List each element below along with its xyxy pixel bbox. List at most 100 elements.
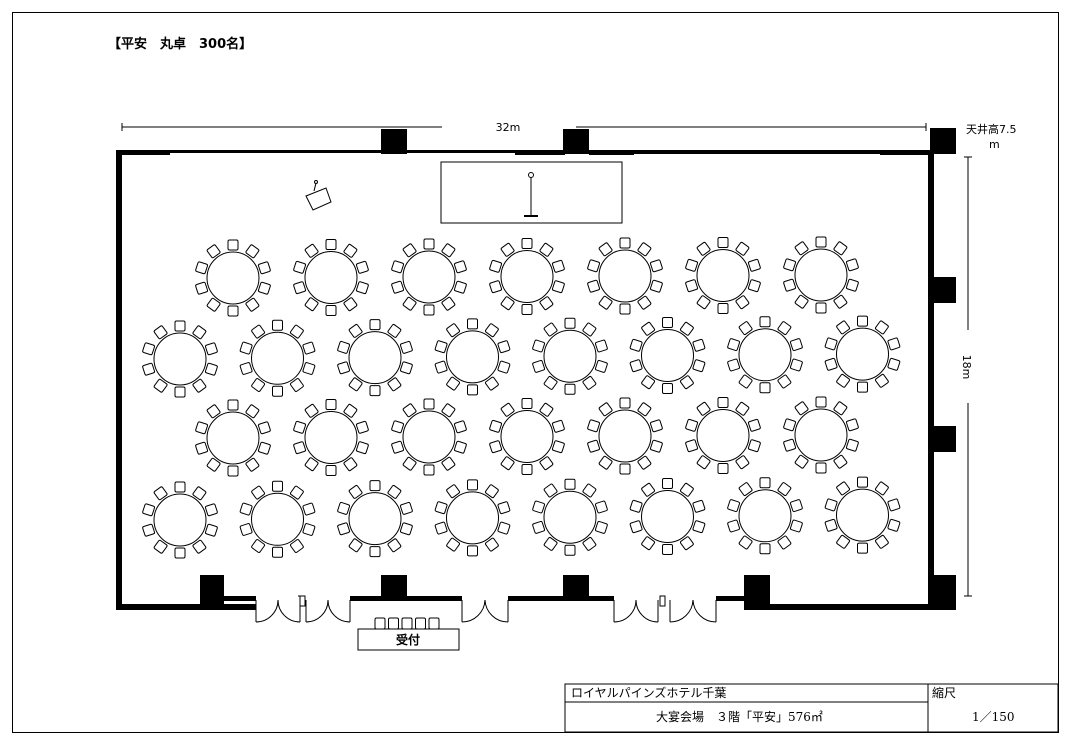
chair	[423, 464, 435, 476]
chair	[815, 462, 827, 474]
chair	[195, 421, 209, 435]
chair	[738, 535, 753, 550]
round-table	[337, 480, 413, 558]
table-top	[641, 329, 694, 382]
table-top	[794, 248, 848, 302]
chair	[497, 340, 511, 354]
chair	[485, 376, 499, 391]
chair	[747, 418, 761, 432]
chair	[692, 520, 706, 534]
chair	[245, 244, 260, 259]
door	[613, 599, 659, 623]
chair	[685, 439, 699, 453]
chair	[500, 296, 515, 311]
chair	[747, 279, 761, 293]
chair	[641, 375, 655, 390]
chair	[637, 295, 652, 310]
chair	[543, 483, 558, 498]
chair	[399, 361, 413, 375]
chair	[453, 260, 467, 274]
table-top	[696, 249, 750, 302]
chair	[836, 373, 850, 388]
table-top	[251, 331, 304, 385]
chair	[598, 242, 613, 257]
pillar	[381, 575, 407, 598]
chair	[587, 259, 601, 273]
chair	[257, 441, 271, 455]
page-border	[12, 12, 1059, 733]
round-table	[824, 476, 901, 554]
chair	[824, 518, 838, 532]
table-top	[304, 251, 358, 304]
chair	[539, 242, 554, 257]
chair	[195, 261, 209, 275]
chair	[692, 499, 706, 513]
table-top	[641, 490, 694, 543]
scale-value: 1／150	[972, 710, 1015, 724]
chair	[369, 385, 381, 397]
chair	[637, 242, 652, 257]
chair	[641, 482, 655, 497]
chair	[500, 456, 515, 471]
chair	[587, 419, 601, 433]
hotel-name: ロイヤルパインズホテル千葉	[571, 685, 726, 700]
chair	[696, 295, 711, 310]
chair	[649, 259, 663, 273]
chair	[692, 359, 706, 373]
chair	[789, 358, 803, 372]
door	[255, 595, 304, 623]
chair	[485, 537, 499, 552]
chair	[857, 381, 868, 393]
chair	[369, 546, 381, 558]
chair	[582, 483, 597, 498]
chair	[619, 237, 631, 249]
chair	[227, 465, 239, 477]
depth-label: 18m	[960, 355, 973, 380]
chair	[391, 420, 405, 434]
chair	[387, 377, 402, 392]
chair	[662, 383, 673, 394]
chair	[153, 325, 168, 340]
pillar	[744, 575, 770, 610]
round-table	[532, 317, 608, 395]
podium-icon	[305, 180, 332, 211]
table-top	[598, 249, 652, 303]
round-table	[239, 319, 316, 397]
round-table	[783, 396, 859, 474]
chair	[251, 324, 265, 339]
depth-dimension: 18m	[960, 156, 973, 597]
chair	[399, 522, 413, 536]
chair	[434, 340, 448, 354]
chair	[685, 418, 699, 432]
chair	[325, 305, 337, 316]
chair	[738, 482, 753, 496]
chair	[857, 315, 868, 327]
chair	[717, 397, 729, 408]
chair	[251, 378, 265, 392]
chair	[717, 237, 729, 248]
chair	[833, 294, 848, 309]
chair	[833, 454, 848, 469]
chair	[629, 359, 643, 373]
chair	[717, 303, 729, 314]
round-table	[142, 481, 218, 559]
stage	[440, 161, 623, 224]
chair	[204, 342, 218, 356]
table-top	[696, 409, 750, 462]
chair	[402, 243, 417, 258]
chair	[174, 320, 186, 332]
chair	[290, 485, 304, 500]
chair	[304, 243, 319, 258]
chair	[467, 318, 478, 330]
chair	[369, 480, 381, 492]
chair	[142, 503, 156, 517]
chair	[337, 361, 351, 375]
pillar	[930, 277, 956, 303]
chair	[637, 455, 652, 470]
chair	[582, 322, 597, 337]
chair	[399, 340, 413, 354]
chair	[594, 500, 608, 514]
round-table	[532, 478, 608, 556]
pillar	[381, 129, 407, 154]
chair	[685, 279, 699, 293]
